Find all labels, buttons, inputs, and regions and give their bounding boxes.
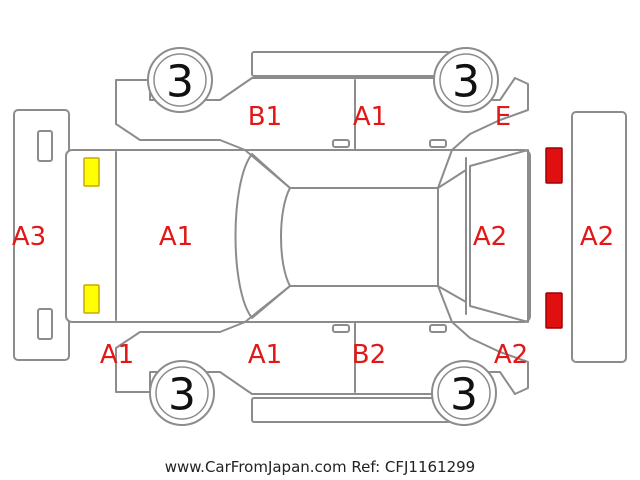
wheel-bottom-right: 3 — [431, 360, 497, 426]
front-lamp-top — [83, 157, 100, 187]
rear-lamp-bottom — [545, 292, 563, 329]
code-bottom-front-door: A1 — [248, 340, 282, 370]
wheel-number: 3 — [450, 370, 478, 421]
front-lamp-bottom — [83, 284, 100, 314]
bottom-side-panel — [115, 289, 529, 395]
rear-lamp-top — [545, 147, 563, 184]
top-rocker-strip — [251, 51, 451, 77]
top-side-panel — [115, 77, 529, 186]
code-front-bumper: A3 — [12, 222, 46, 252]
code-hood: A1 — [159, 222, 193, 252]
wheel-number: 3 — [168, 370, 196, 421]
code-top-rear-fender: E — [495, 102, 511, 132]
code-bottom-rear-fender: A2 — [494, 340, 528, 370]
wheel-number: 3 — [166, 57, 194, 108]
wheel-top-right: 3 — [433, 47, 499, 113]
wheel-top-left: 3 — [147, 47, 213, 113]
wheel-number: 3 — [452, 57, 480, 108]
code-top-front-door: B1 — [248, 102, 282, 132]
code-front-left-corner: A1 — [100, 340, 134, 370]
code-bottom-rear-door: B2 — [352, 340, 386, 370]
code-trunk: A2 — [473, 222, 507, 252]
wheel-bottom-left: 3 — [149, 360, 215, 426]
code-rear-bumper: A2 — [580, 222, 614, 252]
code-top-rear-door: A1 — [353, 102, 387, 132]
rear-lamps — [545, 147, 563, 329]
rear-bumper — [571, 111, 627, 363]
bottom-rocker-strip — [251, 397, 451, 423]
car-top-view — [65, 149, 531, 323]
footer-reference: www.CarFromJapan.com Ref: CFJ1161299 — [165, 458, 475, 476]
front-lamps — [83, 157, 100, 314]
